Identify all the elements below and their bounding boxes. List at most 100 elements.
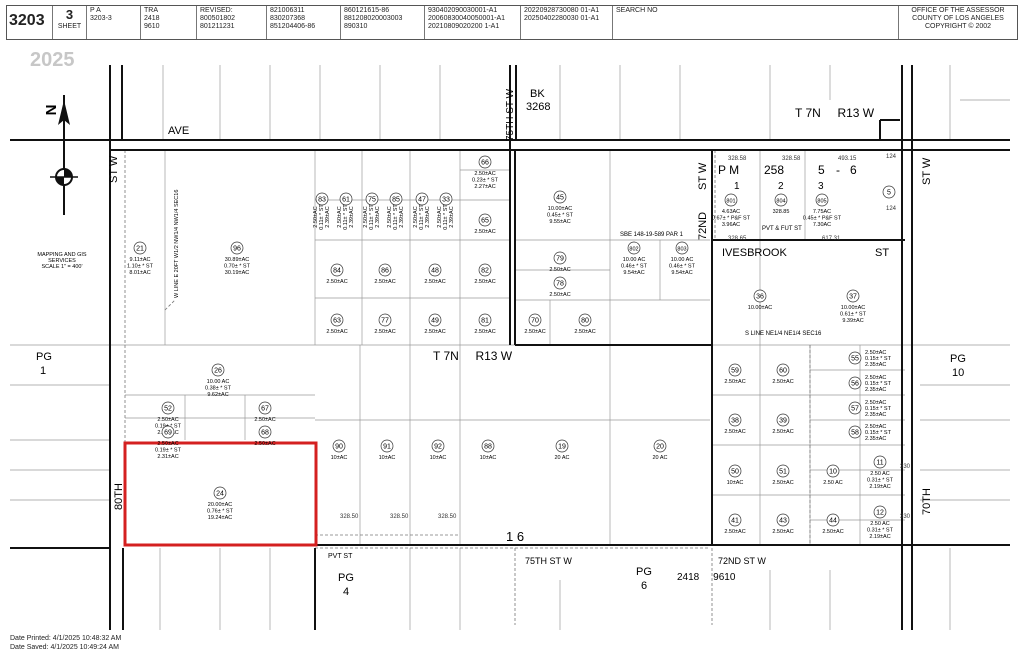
parcel-acreage: 2.27±AC [474, 184, 495, 190]
pm-number: 258 [764, 163, 784, 177]
parcel-77[interactable]: 772.50±AC [374, 313, 396, 335]
parcel-65[interactable]: 652.50±AC [474, 213, 496, 235]
office-line: COPYRIGHT © 2002 [924, 23, 992, 30]
parcel-84[interactable]: 842.50±AC [326, 263, 348, 285]
parcel-acreage: 0.15± * ST [865, 430, 892, 436]
parcel-43[interactable]: 432.50±AC [772, 513, 794, 535]
parcel-acreage: 2.50±AC [772, 529, 793, 535]
parcel-38[interactable]: 382.50±AC [724, 413, 746, 435]
parcel-69[interactable]: 692.50±AC0.19± * ST2.31±AC [155, 425, 182, 460]
parcel-acreage: 2.39±AC [399, 206, 405, 227]
parcel-acreage: 2.50±AC [772, 429, 793, 435]
parcel-11[interactable]: 112.50 AC0.31± * ST2.19±AC [867, 455, 894, 490]
parcel-57[interactable]: 572.50±AC0.15± * ST2.35±AC [848, 400, 892, 418]
parcel-id-circle [478, 263, 492, 277]
parcel-63[interactable]: 632.50±AC [326, 313, 348, 335]
parcel-51[interactable]: 512.50±AC [772, 464, 794, 486]
parcel-id-circle [873, 505, 887, 519]
parcel-44[interactable]: 442.50±AC [822, 513, 844, 535]
parcel-86[interactable]: 862.50±AC [374, 263, 396, 285]
parcel-5[interactable]: 5 [882, 185, 896, 199]
parcel-58[interactable]: 582.50±AC0.15± * ST2.35±AC [848, 424, 892, 442]
rev-value: 851204406-86 [270, 23, 316, 30]
parcel-id-circle [161, 425, 175, 439]
parcel-59[interactable]: 592.50±AC [724, 363, 746, 385]
parcel-70[interactable]: 702.50±AC [524, 313, 546, 335]
parcel-12[interactable]: 122.50 AC0.31± * ST2.19±AC [867, 505, 894, 540]
parcel-id-circle [815, 193, 829, 207]
date-saved: Date Saved: 4/1/2025 10:49:24 AM [10, 644, 119, 651]
parcel-68[interactable]: 682.50±AC [254, 425, 276, 447]
parcel-82[interactable]: 822.50±AC [474, 263, 496, 285]
office-cell: OFFICE OF THE ASSESSOR COUNTY OF LOS ANG… [899, 6, 1017, 39]
parcel-41[interactable]: 412.50±AC [724, 513, 746, 535]
parcel-55[interactable]: 552.50±AC0.15± * ST2.35±AC [848, 350, 892, 368]
parcel-80[interactable]: 802.50±AC [574, 313, 596, 335]
parcel-56[interactable]: 562.50±AC0.15± * ST2.35±AC [848, 375, 892, 393]
parcel-id-circle [389, 192, 403, 206]
selected-parcel-24[interactable] [123, 441, 318, 547]
parcel-48[interactable]: 482.50±AC [424, 263, 446, 285]
parcel-81[interactable]: 812.50±AC [474, 313, 496, 335]
parcel-19[interactable]: 19 20 AC [555, 439, 570, 461]
parcel-49[interactable]: 492.50±AC [424, 313, 446, 335]
parcel-acreage: 2.19±AC [869, 484, 890, 490]
parcel-acreage: 2.50±AC [424, 329, 445, 335]
revised-value: 801211231 [200, 23, 235, 30]
parcel-67[interactable]: 672.50±AC [254, 401, 276, 423]
parcel-acreage: 2.50±AC [474, 279, 495, 285]
parcel-id: 77 [381, 318, 389, 325]
parcel-id-circle [578, 313, 592, 327]
street-70th: 70TH [921, 488, 933, 515]
parcel-acreage: 7.30AC [813, 222, 831, 228]
parcel-acreage: 4.63AC [722, 209, 740, 215]
parcel-60[interactable]: 602.50±AC [772, 363, 794, 385]
parcel-acreage: 2.50±AC [254, 441, 275, 447]
pm-part: 1 [734, 181, 740, 192]
parcel-acreage: 19.24±AC [208, 515, 232, 521]
parcel-79[interactable]: 792.50±AC [549, 251, 571, 273]
parcel-acreage: 2.50±AC [474, 171, 495, 177]
parcel-21[interactable]: 219.11±AC1.10± * ST8.01±AC [127, 241, 154, 276]
parcel-id-circle [528, 313, 542, 327]
parcel-20[interactable]: 2020 AC [653, 439, 668, 461]
search-cell: SEARCH NO [613, 6, 899, 39]
parcel-id-circle [776, 413, 790, 427]
parcel-78[interactable]: 782.50±AC [549, 276, 571, 298]
parcel-acreage: 9.62±AC [207, 392, 228, 398]
parcel-id: 19 [558, 444, 566, 451]
parcel-acreage: 2.50±AC [865, 424, 886, 430]
pa-cell: P A 3203-3 [87, 6, 141, 39]
parcel-10[interactable]: 102.50 AC [823, 464, 843, 486]
parcel-acreage: 10.00±AC [548, 206, 572, 212]
parcel-acreage: 0.11± * ST [343, 204, 349, 230]
parcel-acreage: 10.00 AC [623, 257, 646, 263]
parcel-39[interactable]: 392.50±AC [772, 413, 794, 435]
parcel-acreage: 20 AC [555, 455, 570, 461]
parcel-66[interactable]: 662.50±AC0.23± * ST2.27±AC [472, 155, 499, 190]
parcel-id: 10 [829, 469, 837, 476]
revised-cell: REVISED: 800501802 801211231 [197, 6, 267, 39]
